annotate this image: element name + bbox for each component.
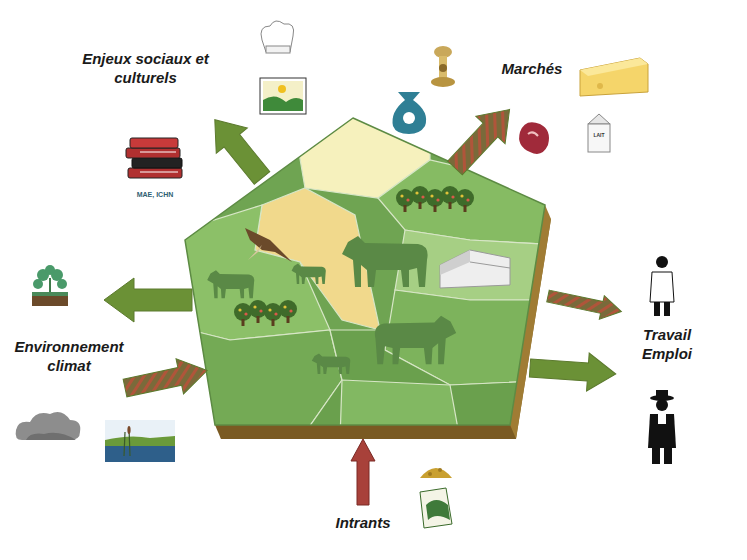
grain-pile	[420, 468, 452, 478]
chef-hat	[261, 21, 294, 53]
outcome-label: Marchés	[492, 60, 572, 79]
worker-farmer	[648, 390, 676, 464]
tree-row	[234, 186, 474, 326]
policy-label: MAE, ICHN	[125, 191, 185, 199]
quality-stamp	[431, 46, 455, 87]
outcome-label: Enjeux sociaux et culturels	[58, 50, 233, 88]
worker-coat	[650, 256, 674, 316]
wetland-picture	[105, 420, 175, 462]
books	[126, 138, 182, 178]
meat	[519, 122, 549, 154]
cheese	[580, 58, 648, 96]
outcome-label: Environnement climat	[4, 338, 134, 376]
money-bag	[393, 92, 427, 134]
farm-building	[440, 250, 510, 288]
flow-arrows	[104, 96, 624, 505]
bird	[245, 228, 292, 262]
plant-soil	[32, 265, 68, 306]
livestock	[207, 236, 456, 374]
cloud	[16, 412, 81, 440]
carton-label: LAIT	[588, 133, 610, 138]
outcome-label: Travail Emploi	[628, 326, 706, 364]
input-label: Intrants	[318, 514, 408, 533]
input-bag	[420, 488, 452, 528]
landscape-picture	[260, 78, 306, 114]
milk-carton	[588, 114, 610, 152]
